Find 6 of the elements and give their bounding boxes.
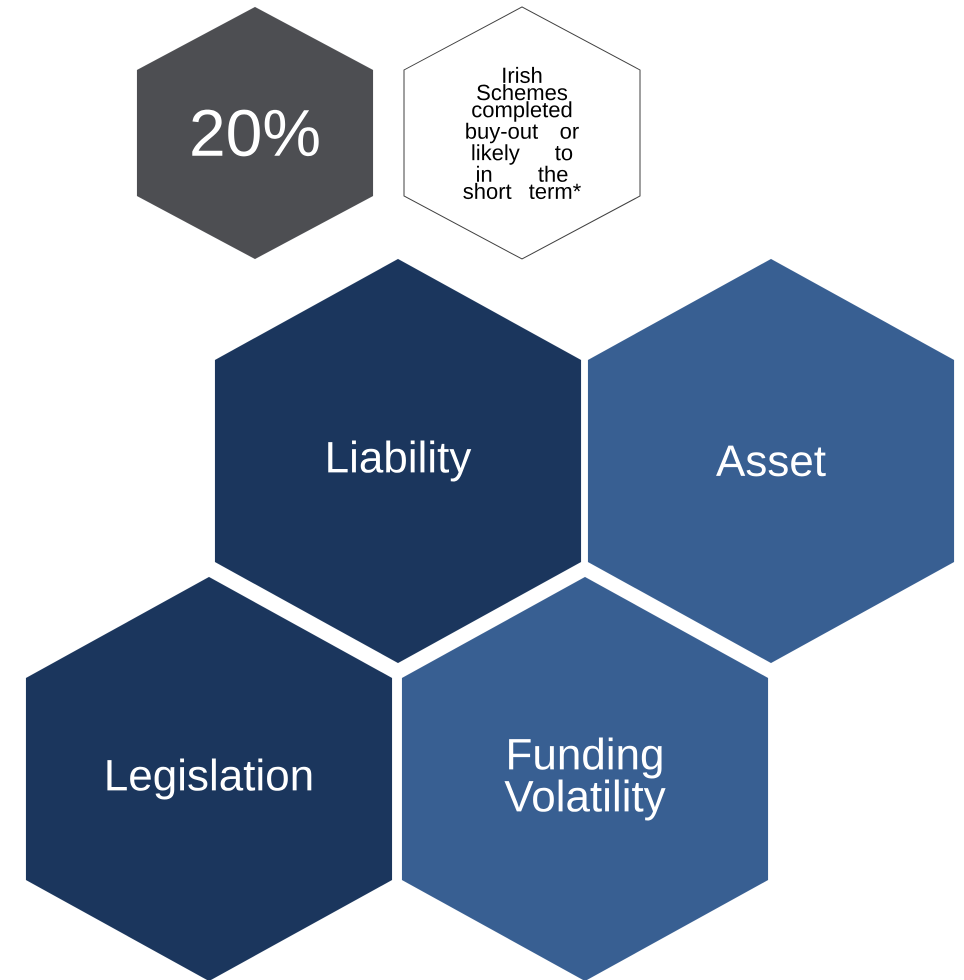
hexagon: Funding Volatility: [402, 576, 768, 980]
hexagon: Irish Schemes completed buy-out or likely to in the short term*: [404, 6, 640, 260]
hexagon: Asset: [588, 258, 954, 664]
hexagon: Legislation: [26, 576, 392, 980]
hexagon: 20%: [136, 6, 374, 260]
hexagon: Liability: [214, 258, 582, 664]
